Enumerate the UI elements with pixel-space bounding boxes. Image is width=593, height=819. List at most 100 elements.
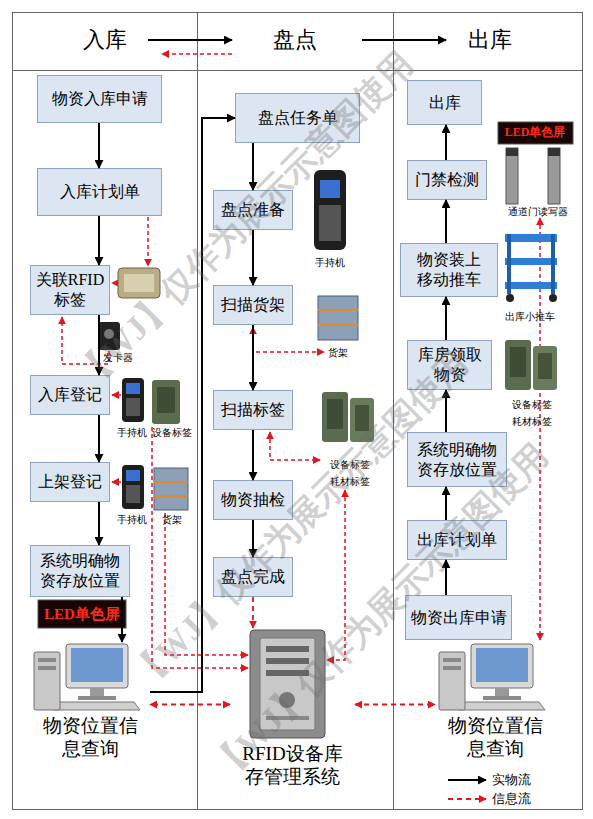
cart-icon — [505, 234, 557, 242]
svg-shape — [78, 696, 116, 700]
node-text: 物资出库申请 — [411, 608, 507, 628]
svg-shape — [71, 648, 123, 682]
header-arrow — [162, 53, 232, 55]
node-text: 物资抽检 — [221, 490, 285, 510]
cart-icon — [549, 294, 557, 302]
gate-reader-icon — [506, 148, 518, 156]
part-label: 手持机 — [117, 514, 147, 525]
node-text: 门禁检测 — [415, 170, 479, 190]
part-label: LED单色屏 — [505, 126, 566, 139]
tag-icon — [327, 399, 343, 429]
process-box: 扫描标签 — [213, 390, 293, 430]
tag-icon — [322, 392, 348, 442]
computer-icon — [435, 642, 555, 712]
info-leader-line — [112, 481, 121, 483]
part-label: 货架 — [162, 514, 182, 525]
part-label: 货架 — [328, 347, 348, 358]
tag-icon — [157, 387, 175, 413]
shelf-icon — [318, 296, 358, 340]
frame — [12, 12, 583, 810]
handheld-icon — [320, 180, 340, 198]
info-leader-line — [253, 327, 324, 352]
frame — [13, 13, 583, 810]
svg-shape — [476, 648, 528, 682]
node-text: 关联RFID标签 — [34, 270, 106, 310]
shelf-icon — [318, 324, 358, 326]
svg-shape — [266, 646, 309, 652]
cart-icon — [505, 234, 557, 302]
node-text: 扫描标签 — [221, 400, 285, 420]
header-arrow — [362, 39, 446, 41]
info-flow-arrow — [355, 704, 435, 706]
material-flow-arrow — [98, 502, 100, 545]
part-label: 手持机 — [117, 427, 147, 438]
handheld-icon — [122, 465, 144, 509]
svg-shape — [66, 644, 128, 688]
svg-shape — [38, 658, 56, 662]
svg-shape — [34, 652, 60, 710]
led-screen-icon — [498, 122, 573, 144]
material-flow-arrow — [252, 430, 254, 480]
info-leader-line — [112, 394, 121, 396]
gate-reader-icon — [548, 148, 560, 204]
node-text: 系统明确物资存放位置 — [39, 551, 121, 591]
material-flow-arrow — [98, 216, 100, 265]
part-label: 手持机 — [315, 257, 345, 268]
tag-icon — [505, 340, 531, 390]
gate-reader-icon — [506, 148, 560, 204]
process-box: 出库 — [407, 80, 482, 125]
node-text: 入库计划单 — [60, 182, 140, 202]
legend-sample — [448, 798, 486, 800]
material-flow-arrow — [252, 325, 254, 390]
handheld-icon — [126, 485, 140, 503]
process-box: 门禁检测 — [407, 160, 487, 200]
process-box: 物资装上移动推车 — [400, 243, 498, 297]
tag-icon — [152, 380, 180, 424]
legend-text: 信息流 — [492, 790, 531, 808]
part-label: 设备标签 — [512, 399, 552, 410]
tag-icon — [538, 353, 552, 379]
material-flow-arrow — [98, 415, 100, 462]
tag-icon — [533, 346, 557, 390]
material-flow-arrow — [98, 123, 100, 168]
handheld-icon — [126, 398, 140, 416]
info-leader-line — [539, 218, 541, 640]
svg-shape — [38, 666, 56, 670]
material-flow-arrow — [121, 597, 123, 642]
info-leader-line — [270, 432, 320, 460]
cart-icon — [506, 294, 514, 302]
svg-shape — [471, 644, 533, 688]
svg-shape — [54, 702, 140, 710]
svg-shape — [90, 688, 104, 696]
process-box: 物资入库申请 — [37, 75, 162, 123]
column-header: 盘点 — [273, 28, 317, 52]
legend-sample — [448, 779, 486, 781]
svg-shape — [459, 702, 545, 710]
column-header: 出库 — [468, 28, 512, 52]
handheld-icon — [122, 378, 144, 422]
handheld-icon — [126, 470, 140, 481]
node-text: 物资位置信息查询 — [34, 714, 146, 760]
process-box: 系统明确物资存放位置 — [30, 545, 130, 597]
svg-shape — [483, 696, 521, 700]
process-box: 上架登记 — [30, 462, 110, 502]
node-text: 上架登记 — [38, 472, 102, 492]
legend-text: 实物流 — [492, 771, 531, 789]
header-arrow — [148, 39, 232, 41]
info-leader-line — [62, 217, 540, 668]
svg-shape — [495, 688, 509, 696]
part-label: 耗材标签 — [512, 416, 552, 427]
shelf-icon — [154, 481, 188, 483]
led-screen-icon — [38, 600, 126, 628]
part-label: LED单色屏 — [44, 606, 120, 623]
info-leader-line — [147, 217, 149, 266]
node-text: 物资入库申请 — [52, 89, 148, 109]
handheld-icon — [314, 170, 346, 250]
handheld-icon — [319, 205, 341, 241]
shelf-icon — [154, 468, 188, 510]
shelf-icon — [318, 309, 358, 311]
cart-icon — [505, 258, 557, 265]
column-header: 入库 — [83, 28, 127, 52]
cart-icon — [505, 282, 557, 289]
